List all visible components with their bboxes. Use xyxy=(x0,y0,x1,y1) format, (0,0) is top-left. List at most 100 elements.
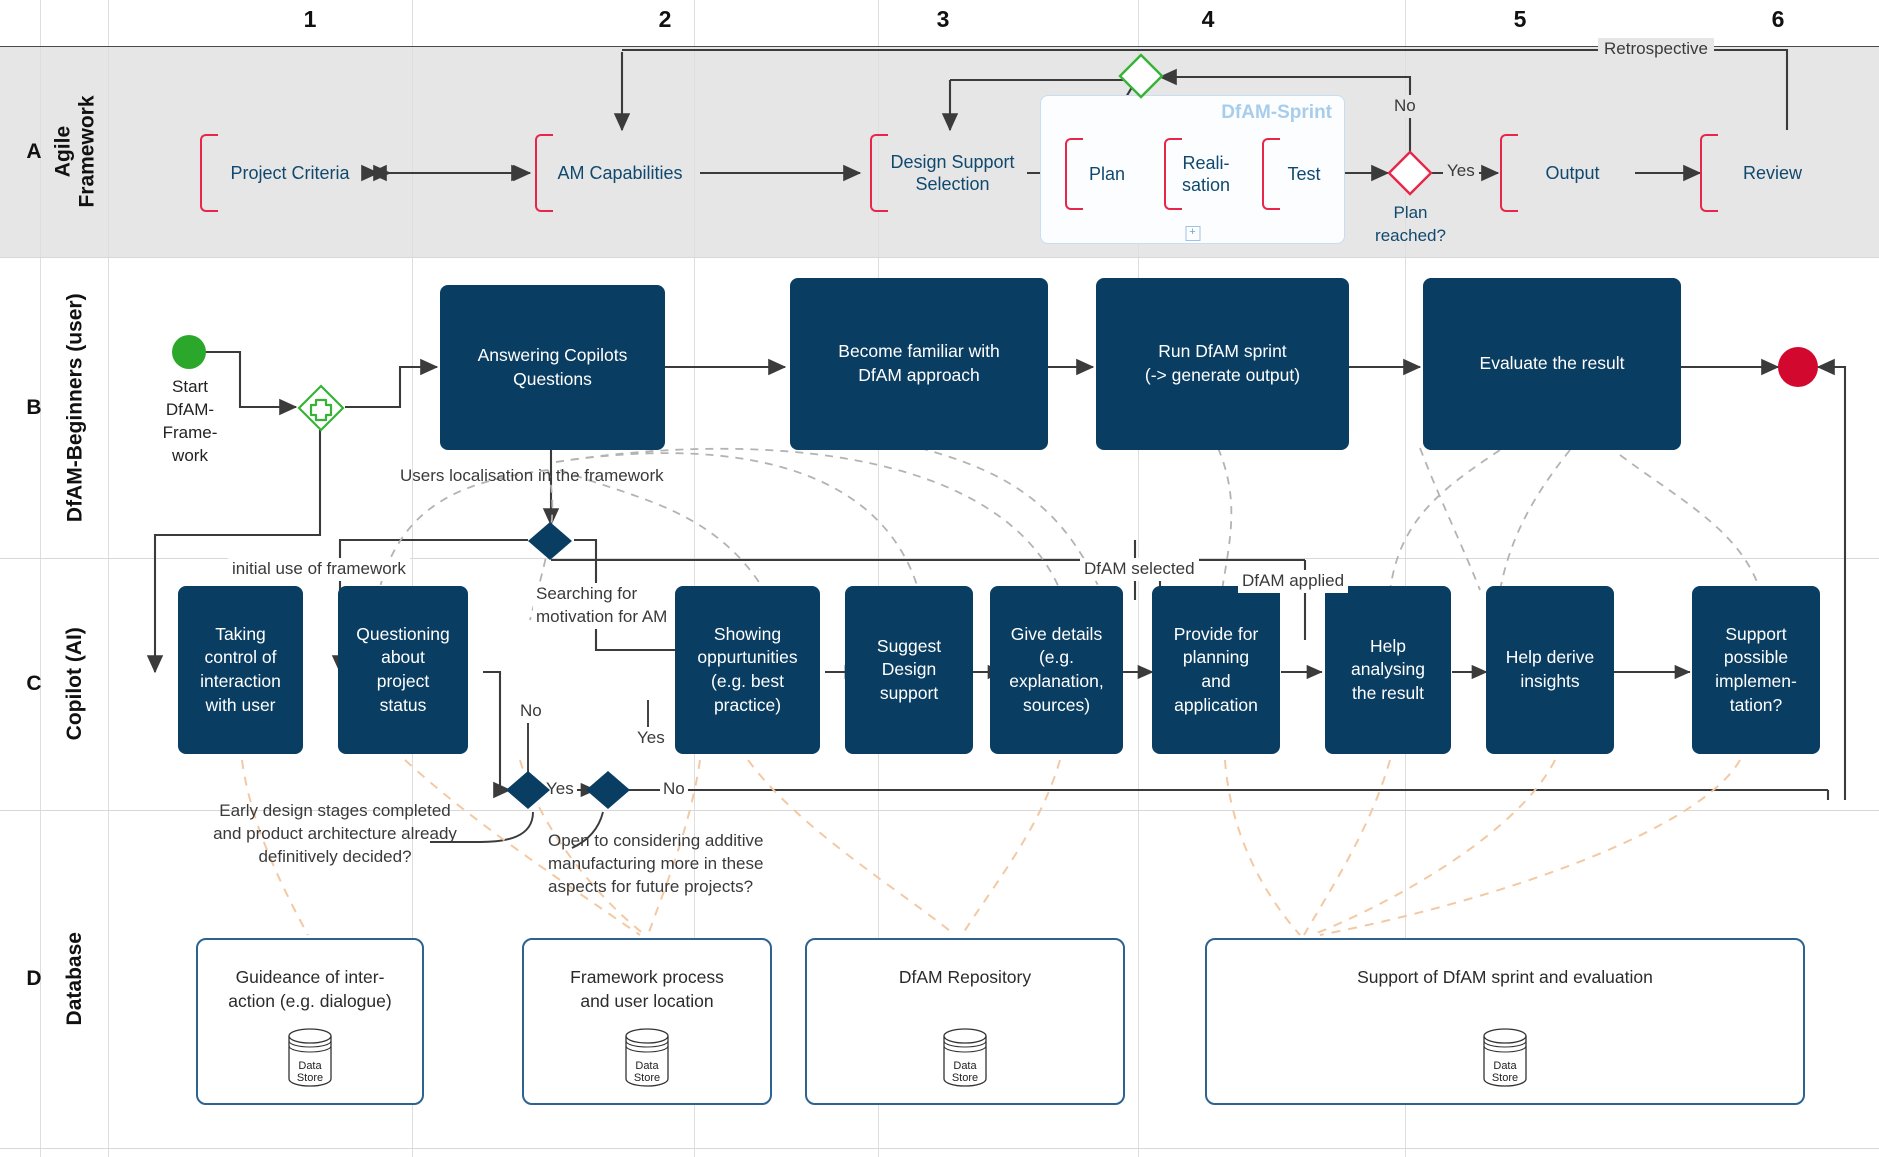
decision-users-localisation-icon[interactable] xyxy=(527,521,573,561)
row-letter-b: B xyxy=(26,395,42,419)
user-task-answering-copilots-questions-label: Answering Copilots Questions xyxy=(477,344,628,389)
copilot-task-taking-control-of-interaction[interactable]: Taking control of interaction with user xyxy=(178,586,303,754)
agile-task-test[interactable]: Test xyxy=(1262,138,1346,210)
start-event-icon xyxy=(172,335,206,369)
question-open-to-am-label: Open to considering additive manufacturi… xyxy=(548,831,764,896)
data-store-label: Data Store xyxy=(1491,1059,1519,1085)
edge-label-retrospective: Retrospective xyxy=(1598,38,1714,61)
copilot-task-questioning-about-project-status[interactable]: Questioning about project status xyxy=(338,586,468,754)
row-name-database: Database xyxy=(44,810,106,1148)
edge-label-no-open-am: No xyxy=(660,778,688,801)
dfam-sprint-group[interactable]: DfAM-Sprint + xyxy=(1040,95,1345,244)
column-number-1: 1 xyxy=(303,6,317,32)
copilot-task-support-possible-implementation[interactable]: Support possible implemen- tation? xyxy=(1692,586,1820,754)
copilot-task-help-analysing-the-result[interactable]: Help analysing the result xyxy=(1325,586,1451,754)
agile-task-plan[interactable]: Plan xyxy=(1065,138,1149,210)
row-letter-c: C xyxy=(26,672,42,695)
data-store-icon xyxy=(1483,1028,1527,1087)
agile-task-design-support-selection[interactable]: Design Support Selection xyxy=(870,134,1035,212)
row-name-agile-framework: Agile Framework xyxy=(44,46,106,257)
copilot-task-provide-for-planning-label: Provide for planning and application xyxy=(1173,623,1259,715)
edge-label-yes-motivation: Yes xyxy=(634,727,668,750)
copilot-task-showing-oppurtunities[interactable]: Showing oppurtunities (e.g. best practic… xyxy=(675,586,820,754)
row-letter-a: A xyxy=(26,139,42,163)
decision-early-design-icon[interactable] xyxy=(505,770,551,810)
decision-plan-reached-label: Plan reached? xyxy=(1375,203,1446,245)
user-task-become-familiar-with-dfam[interactable]: Become familiar with DfAM approach xyxy=(790,278,1048,450)
database-box-support-of-dfam-sprint-label: Support of DfAM sprint and evaluation xyxy=(1357,967,1653,987)
column-gridline xyxy=(40,0,41,1157)
copilot-task-suggest-design-support[interactable]: Suggest Design support xyxy=(845,586,973,754)
user-task-run-dfam-sprint-label: Run DfAM sprint (-> generate output) xyxy=(1144,341,1301,385)
start-event-label: Start DfAM- Frame- work xyxy=(162,377,218,465)
user-task-become-familiar-with-dfam-label: Become familiar with DfAM approach xyxy=(838,341,1000,385)
user-task-evaluate-the-result[interactable]: Evaluate the result xyxy=(1423,278,1681,450)
agile-task-review-label: Review xyxy=(1742,162,1803,183)
decision-open-to-am-icon[interactable] xyxy=(585,770,631,810)
user-task-run-dfam-sprint[interactable]: Run DfAM sprint (-> generate output) xyxy=(1096,278,1349,450)
copilot-task-give-details[interactable]: Give details (e.g. explanation, sources) xyxy=(990,586,1123,754)
copilot-task-give-details-label: Give details (e.g. explanation, sources) xyxy=(1009,623,1104,715)
copilot-task-questioning-about-project-status-label: Questioning about project status xyxy=(356,623,450,715)
edge-label-yes-early-design: Yes xyxy=(543,778,577,801)
row-name-dfam-beginners-label: DfAM-Beginners (user) xyxy=(63,293,87,522)
agile-task-am-capabilities[interactable]: AM Capabilities xyxy=(535,134,705,212)
row-gridline xyxy=(0,257,1879,258)
row-gridline xyxy=(0,46,1879,47)
row-name-dfam-beginners: DfAM-Beginners (user) xyxy=(44,257,106,558)
row-letter-d: D xyxy=(26,967,42,990)
row-name-copilot: Copilot (AI) xyxy=(44,558,106,810)
column-number-5: 5 xyxy=(1513,6,1527,32)
copilot-task-help-derive-insights[interactable]: Help derive insights xyxy=(1486,586,1614,754)
column-number-3: 3 xyxy=(936,6,950,32)
data-store-label: Data Store xyxy=(633,1059,661,1085)
parallel-gateway-icon xyxy=(1118,53,1164,99)
edge-label-no-plan: No xyxy=(1390,95,1420,118)
row-gridline xyxy=(0,1148,1879,1149)
agile-task-project-criteria-label: Project Criteria xyxy=(230,162,350,183)
agile-task-plan-label: Plan xyxy=(1088,163,1126,184)
expand-icon[interactable]: + xyxy=(1185,226,1200,241)
data-store-icon xyxy=(943,1028,987,1087)
question-early-design-label: Early design stages completed and produc… xyxy=(213,801,457,866)
column-number-2: 2 xyxy=(658,6,672,32)
agile-task-review[interactable]: Review xyxy=(1700,134,1845,212)
agile-task-design-support-selection-label: Design Support Selection xyxy=(890,151,1015,195)
inclusive-gateway-icon xyxy=(297,384,345,432)
agile-task-realisation-label: Reali- sation xyxy=(1181,152,1231,196)
agile-task-am-capabilities-label: AM Capabilities xyxy=(557,162,683,183)
copilot-task-help-analysing-the-result-label: Help analysing the result xyxy=(1351,635,1425,703)
database-box-framework-process[interactable]: Framework process and user location Data… xyxy=(522,938,772,1105)
annotation-users-localisation: Users localisation in the framework xyxy=(400,466,664,485)
agile-task-output-label: Output xyxy=(1545,162,1600,183)
edge-label-yes-plan: Yes xyxy=(1443,160,1479,183)
edge-label-no-early-design: No xyxy=(517,700,545,723)
data-store-icon xyxy=(625,1028,669,1087)
copilot-task-help-derive-insights-label: Help derive insights xyxy=(1505,647,1595,691)
database-box-guidance-of-interaction[interactable]: Guideance of inter- action (e.g. dialogu… xyxy=(196,938,424,1105)
database-box-support-of-dfam-sprint[interactable]: Support of DfAM sprint and evaluation Da… xyxy=(1205,938,1805,1105)
database-box-dfam-repository[interactable]: DfAM Repository Data Store xyxy=(805,938,1125,1105)
copilot-task-showing-oppurtunities-label: Showing oppurtunities (e.g. best practic… xyxy=(697,623,798,715)
copilot-task-taking-control-of-interaction-label: Taking control of interaction with user xyxy=(200,623,281,715)
edge-label-initial-use: initial use of framework xyxy=(228,558,410,581)
copilot-task-provide-for-planning[interactable]: Provide for planning and application xyxy=(1152,586,1280,754)
row-name-agile-framework-label: Agile Framework xyxy=(51,95,99,208)
decision-plan-reached-icon[interactable] xyxy=(1386,149,1434,197)
row-name-database-label: Database xyxy=(63,932,87,1026)
end-event-icon xyxy=(1778,347,1818,387)
edge-label-dfam-selected: DfAM selected xyxy=(1080,558,1199,581)
user-task-answering-copilots-questions[interactable]: Answering Copilots Questions xyxy=(440,285,665,450)
column-gridline xyxy=(108,0,109,1157)
agile-task-project-criteria[interactable]: Project Criteria xyxy=(200,134,380,212)
edge-label-dfam-applied: DfAM applied xyxy=(1238,570,1349,593)
column-number-6: 6 xyxy=(1771,6,1785,32)
user-task-evaluate-the-result-label: Evaluate the result xyxy=(1479,353,1625,374)
database-box-framework-process-label: Framework process and user location xyxy=(570,967,724,1011)
agile-task-realisation[interactable]: Reali- sation xyxy=(1164,138,1248,210)
data-store-label: Data Store xyxy=(296,1059,324,1085)
agile-task-output[interactable]: Output xyxy=(1500,134,1645,212)
database-box-dfam-repository-label: DfAM Repository xyxy=(898,967,1032,987)
column-number-4: 4 xyxy=(1201,6,1215,32)
